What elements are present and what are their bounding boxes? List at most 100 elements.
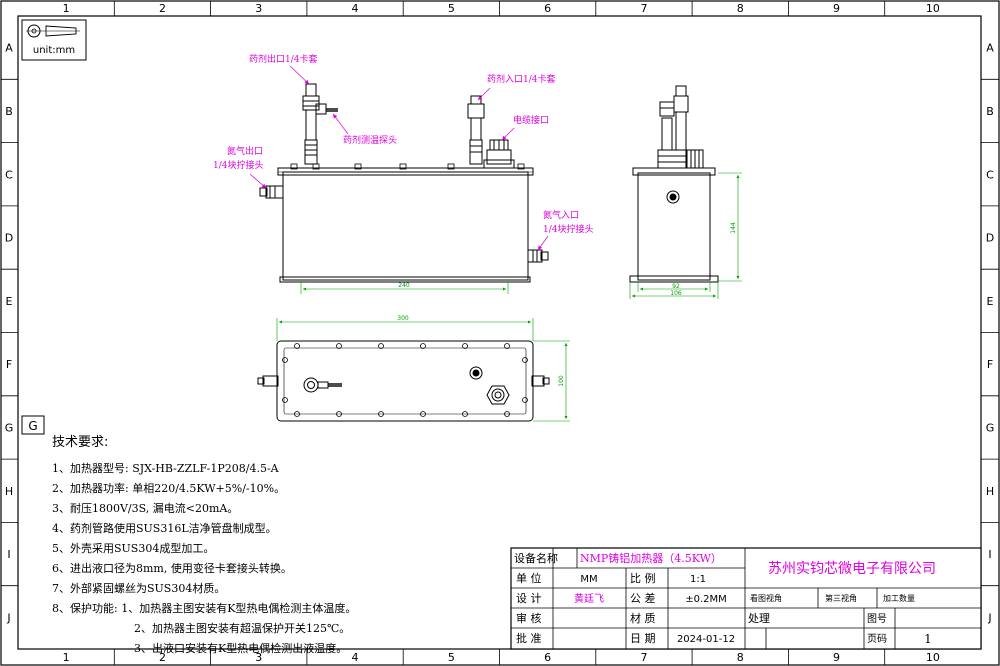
- label-temp-probe: 药剂测温探头: [343, 134, 397, 146]
- tech-item: 2、加热器主图安装有超温保护开关125℃。: [134, 621, 350, 635]
- row-marker-left-F: F: [6, 358, 12, 371]
- tb-scale-label: 比 例: [630, 571, 656, 585]
- tb-view-label: 看图视角: [750, 593, 782, 603]
- front-dim-value: 240: [398, 282, 410, 289]
- label-n2-inlet-2: 1/4块拧接头: [543, 223, 594, 235]
- tech-item: 2、加热器功率: 单相220/4.5KW+5%/-10%。: [52, 481, 285, 495]
- tb-approve-label: 批 准: [516, 631, 542, 645]
- row-marker-right-I: I: [988, 548, 991, 561]
- tb-date-value: 2024-01-12: [677, 634, 735, 645]
- tb-date-label: 日 期: [630, 632, 656, 645]
- col-marker-bottom-4: 4: [352, 651, 359, 664]
- row-marker-right-J: J: [987, 611, 991, 624]
- bolt-icon: [294, 343, 300, 349]
- tech-title: 技术要求:: [52, 435, 108, 450]
- col-marker-top-2: 2: [159, 2, 166, 15]
- front-annotations: 药剂出口1/4卡套 药剂入口1/4卡套 药剂测温探头 电缆接口 氮气出口 1/4…: [213, 53, 594, 251]
- col-marker-top-9: 9: [833, 2, 840, 15]
- tb-material-label: 材 质: [630, 611, 656, 625]
- bolt-icon: [378, 343, 384, 349]
- zone-tag: G: [21, 415, 45, 435]
- bolt-icon: [462, 411, 468, 417]
- col-marker-bottom-2: 2: [159, 651, 166, 664]
- col-marker-top-3: 3: [255, 2, 262, 15]
- label-n2-outlet-2: 1/4块拧接头: [213, 159, 264, 171]
- label-n2-outlet-1: 氮气出口: [227, 145, 263, 157]
- tech-requirements: 技术要求: 1、加热器型号: SJX-HB-ZZLF-1P208/4.5-A 2、…: [52, 435, 356, 655]
- title-block: 设备名称 NMP铸铝加热器（4.5KW） 苏州实钧芯微电子有限公司 单 位 MM…: [510, 547, 982, 650]
- bolt-icon: [420, 411, 426, 417]
- top-dims: 300 100: [276, 315, 570, 422]
- tech-item: 7、外部紧固螺丝为SUS304材质。: [52, 581, 225, 595]
- unit-label: unit:mm: [33, 45, 75, 56]
- row-marker-right-G: G: [986, 421, 995, 434]
- row-marker-right-D: D: [986, 232, 994, 245]
- tech-item: 6、进出液口径为8mm, 使用变径卡套接头转换。: [52, 561, 292, 575]
- label-med-outlet: 药剂出口1/4卡套: [249, 53, 318, 65]
- bolt-icon: [504, 411, 510, 417]
- front-dim: 240: [300, 282, 509, 294]
- row-marker-right-H: H: [986, 485, 994, 498]
- label-med-inlet: 药剂入口1/4卡套: [487, 73, 556, 85]
- bolt-icon: [282, 397, 288, 403]
- tb-design-value: 黄廷飞: [574, 592, 604, 605]
- side-dims: 144 92 106: [629, 172, 742, 299]
- bolt-icon: [462, 343, 468, 349]
- col-marker-bottom-5: 5: [448, 651, 455, 664]
- bolt-icon: [522, 397, 528, 403]
- top-view: [257, 340, 550, 422]
- bolt-icon: [282, 357, 288, 363]
- tech-item: 3、出液口安装有K型热电偶检测出液温度。: [134, 641, 347, 655]
- side-dim-width-1: 92: [672, 283, 680, 290]
- front-view: [259, 83, 549, 283]
- zone-tag-label: G: [28, 419, 37, 433]
- tb-tol-value: ±0.2MM: [685, 594, 727, 605]
- label-n2-inlet-1: 氮气入口: [543, 209, 579, 221]
- row-marker-left-G: G: [5, 421, 14, 434]
- row-marker-left-C: C: [5, 168, 13, 181]
- row-marker-left-A: A: [5, 42, 13, 55]
- col-marker-top-7: 7: [640, 2, 647, 15]
- tb-scale-value: 1:1: [690, 574, 706, 585]
- row-marker-left-B: B: [5, 105, 13, 118]
- bolt-icon: [522, 357, 528, 363]
- tb-drawing-no-label: 图号: [867, 613, 887, 625]
- tb-equip-label: 设备名称: [514, 551, 558, 565]
- row-marker-right-A: A: [986, 42, 994, 55]
- row-marker-right-C: C: [986, 168, 994, 181]
- tb-review-label: 审 核: [516, 611, 542, 625]
- top-dim-height: 100: [558, 375, 565, 387]
- tech-item: 5、外壳采用SUS304成型加工。: [52, 541, 214, 555]
- col-marker-top-8: 8: [737, 2, 744, 15]
- row-marker-left-I: I: [7, 548, 10, 561]
- unit-badge: unit:mm: [21, 19, 87, 61]
- row-marker-right-B: B: [986, 105, 994, 118]
- tb-view-value: 第三视角: [825, 593, 857, 603]
- col-marker-bottom-1: 1: [63, 651, 70, 664]
- row-marker-right-E: E: [987, 295, 994, 308]
- side-dim-height: 144: [730, 222, 737, 234]
- bolt-icon: [378, 411, 384, 417]
- tech-item: 8、保护功能: 1、加热器主图安装有K型热电偶检测主体温度。: [52, 601, 356, 615]
- side-dim-width-2: 106: [670, 290, 682, 297]
- row-marker-left-D: D: [5, 232, 13, 245]
- col-marker-top-10: 10: [926, 2, 940, 15]
- col-marker-bottom-3: 3: [255, 651, 262, 664]
- bolt-icon: [420, 343, 426, 349]
- tb-equip-value: NMP铸铝加热器（4.5KW）: [580, 551, 722, 565]
- tb-unit-label: 单 位: [516, 571, 542, 585]
- tb-design-label: 设 计: [516, 592, 542, 605]
- bolt-icon: [336, 343, 342, 349]
- col-marker-bottom-6: 6: [544, 651, 551, 664]
- tech-item: 1、加热器型号: SJX-HB-ZZLF-1P208/4.5-A: [52, 461, 280, 475]
- col-marker-bottom-10: 10: [926, 651, 940, 664]
- tech-item: 4、药剂管路使用SUS316L洁净管盘制成型。: [52, 521, 277, 535]
- col-marker-bottom-9: 9: [833, 651, 840, 664]
- tb-tol-label: 公 差: [630, 591, 656, 605]
- label-cable: 电缆接口: [513, 114, 549, 126]
- col-marker-top-6: 6: [544, 2, 551, 15]
- col-marker-top-5: 5: [448, 2, 455, 15]
- col-marker-top-1: 1: [63, 2, 70, 15]
